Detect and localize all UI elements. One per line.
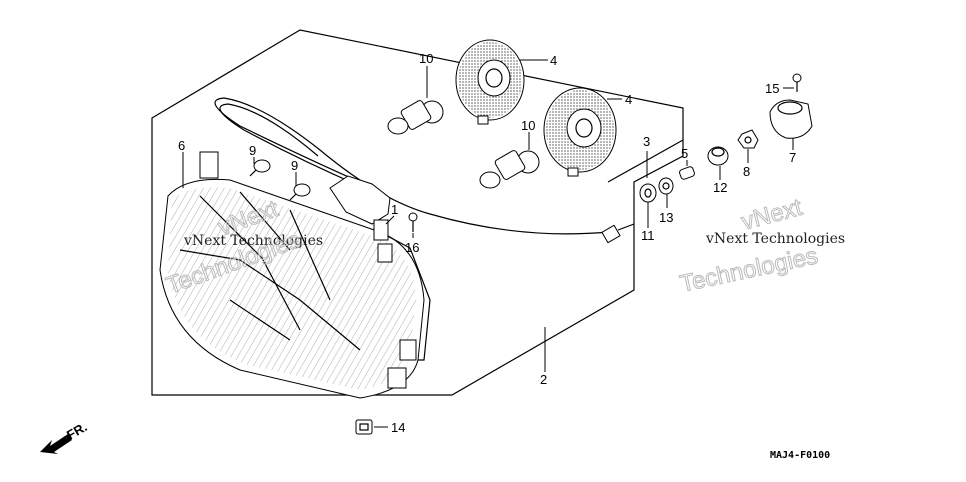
callout-13: 13 [659,210,673,225]
screw-15 [792,73,802,92]
callout-5: 5 [681,146,688,161]
callout-10-lower: 10 [521,118,535,133]
washer-11 [639,183,657,203]
dust-cover-upper [455,39,525,125]
callout-11: 11 [641,228,655,243]
screw-16 [408,212,418,232]
svg-text:vNext Technologies: vNext Technologies [705,231,845,247]
callout-4-lower: 4 [625,92,632,107]
washer-13 [658,177,674,195]
nut-8 [737,129,759,149]
position-light-socket [601,223,635,244]
callout-10-upper: 10 [419,51,433,66]
svg-text:vNext Technologies: vNext Technologies [183,233,323,249]
callout-7: 7 [789,150,796,165]
dust-cover-lower [543,87,617,177]
svg-text:vNext: vNext [739,194,806,236]
headlight-bulb-upper [387,100,444,135]
grommet-12 [707,146,729,166]
frame-inner-edge [607,139,684,183]
callout-3: 3 [643,134,650,149]
leader-lines [182,59,794,428]
watermark-right: vNext vNext Technologies Technologies [677,193,845,298]
screw-9a [249,159,271,177]
adjuster-7 [769,99,813,139]
assembly-frame [151,29,684,396]
callout-8: 8 [743,164,750,179]
clip-14 [355,419,373,435]
callout-15: 15 [765,81,779,96]
diagram-code: MAJ4-F0100 [770,450,830,461]
headlight-assembly [159,151,431,399]
screw-9b [289,183,311,201]
front-direction-arrow-icon: FR. [40,419,90,454]
callout-16: 16 [405,240,419,255]
callout-6: 6 [178,138,185,153]
callout-9-right: 9 [291,158,298,173]
bulb-5 [679,166,695,180]
svg-text:Technologies: Technologies [678,242,821,298]
wire-harness [214,97,609,235]
socket-connector [329,175,391,241]
callout-14: 14 [391,420,405,435]
callout-2: 2 [540,372,547,387]
headlight-bulb-lower [479,150,540,189]
callout-9-left: 9 [249,143,256,158]
callout-4-upper: 4 [550,53,557,68]
callout-1: 1 [391,202,398,217]
callout-12: 12 [713,180,727,195]
